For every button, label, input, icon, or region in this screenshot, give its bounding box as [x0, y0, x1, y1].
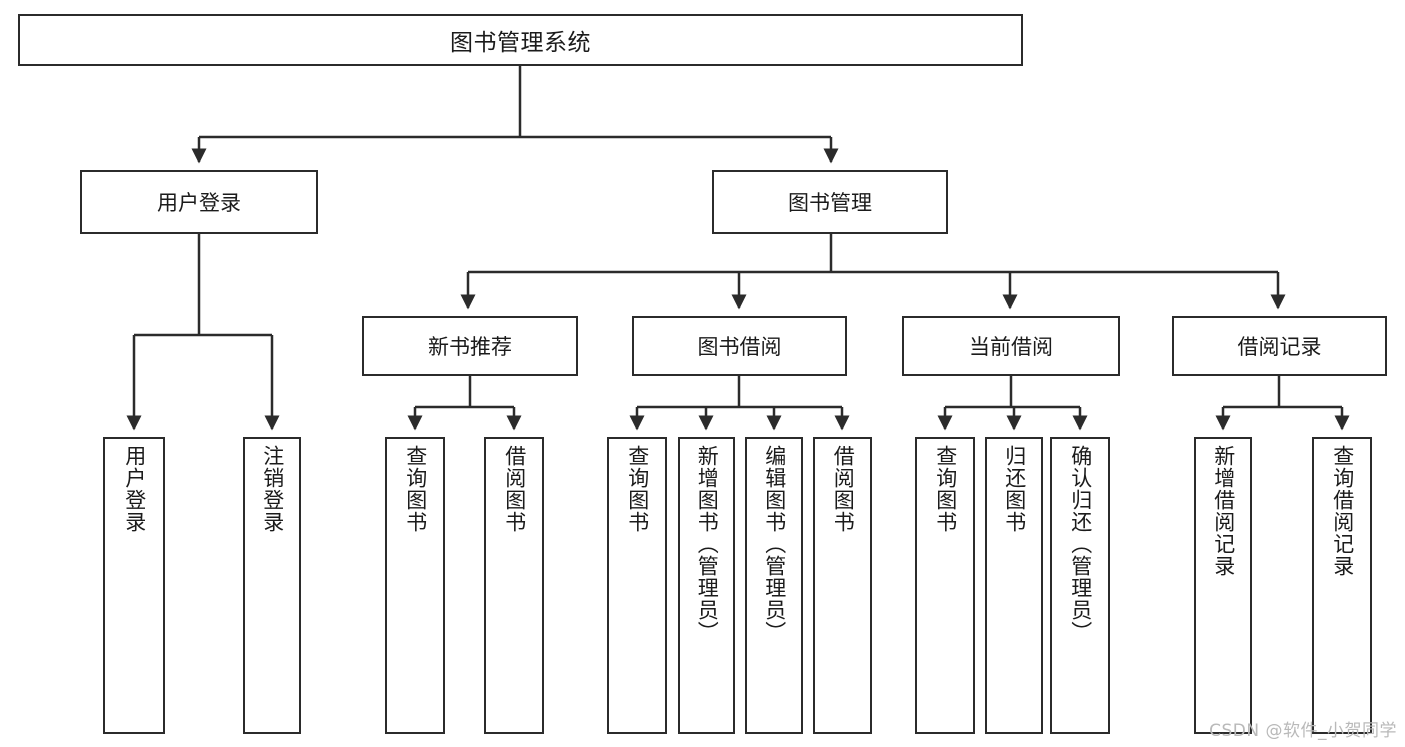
node-leaf-logout[interactable]: 注销登录 — [243, 437, 301, 734]
node-leaf-add-record-label: 新增借阅记录 — [1211, 445, 1236, 577]
node-leaf-add-book-label: 新增图书（管理员） — [695, 445, 720, 643]
node-leaf-borrow-book-2[interactable]: 借阅图书 — [813, 437, 872, 734]
node-leaf-add-book[interactable]: 新增图书（管理员） — [678, 437, 735, 734]
node-new-book-recommend[interactable]: 新书推荐 — [362, 316, 578, 376]
node-book-manage-label: 图书管理 — [788, 191, 872, 215]
node-current-borrow[interactable]: 当前借阅 — [902, 316, 1120, 376]
node-leaf-add-record[interactable]: 新增借阅记录 — [1194, 437, 1252, 734]
node-leaf-edit-book-label: 编辑图书（管理员） — [762, 445, 787, 643]
node-leaf-user-login[interactable]: 用户登录 — [103, 437, 165, 734]
node-leaf-confirm-return[interactable]: 确认归还（管理员） — [1050, 437, 1110, 734]
node-user-login[interactable]: 用户登录 — [80, 170, 318, 234]
node-root-label: 图书管理系统 — [450, 30, 591, 56]
node-leaf-query-book-1[interactable]: 查询图书 — [385, 437, 445, 734]
node-leaf-return-book[interactable]: 归还图书 — [985, 437, 1043, 734]
node-leaf-query-book-3-label: 查询图书 — [933, 445, 958, 533]
node-leaf-confirm-return-label: 确认归还（管理员） — [1068, 445, 1093, 643]
node-book-borrow-label: 图书借阅 — [697, 335, 782, 359]
node-borrow-record[interactable]: 借阅记录 — [1172, 316, 1387, 376]
node-borrow-record-label: 借阅记录 — [1237, 335, 1322, 359]
node-leaf-borrow-book-1-label: 借阅图书 — [502, 445, 527, 533]
node-leaf-query-book-3[interactable]: 查询图书 — [915, 437, 975, 734]
node-leaf-return-book-label: 归还图书 — [1002, 445, 1027, 533]
node-leaf-borrow-book-2-label: 借阅图书 — [831, 445, 856, 533]
node-leaf-query-record[interactable]: 查询借阅记录 — [1312, 437, 1372, 734]
watermark: CSDN @软件_小贺同学 — [1209, 721, 1397, 741]
node-leaf-logout-label: 注销登录 — [260, 445, 285, 533]
node-leaf-edit-book[interactable]: 编辑图书（管理员） — [745, 437, 803, 734]
node-leaf-user-login-label: 用户登录 — [122, 445, 147, 533]
node-root[interactable]: 图书管理系统 — [18, 14, 1023, 66]
node-leaf-query-book-1-label: 查询图书 — [403, 445, 428, 533]
node-leaf-query-record-label: 查询借阅记录 — [1330, 445, 1355, 577]
node-leaf-borrow-book-1[interactable]: 借阅图书 — [484, 437, 544, 734]
node-current-borrow-label: 当前借阅 — [969, 335, 1053, 359]
node-book-borrow[interactable]: 图书借阅 — [632, 316, 847, 376]
node-book-manage[interactable]: 图书管理 — [712, 170, 948, 234]
node-leaf-query-book-2-label: 查询图书 — [625, 445, 650, 533]
node-leaf-query-book-2[interactable]: 查询图书 — [607, 437, 667, 734]
node-new-book-recommend-label: 新书推荐 — [428, 335, 512, 359]
node-user-login-label: 用户登录 — [157, 191, 241, 215]
